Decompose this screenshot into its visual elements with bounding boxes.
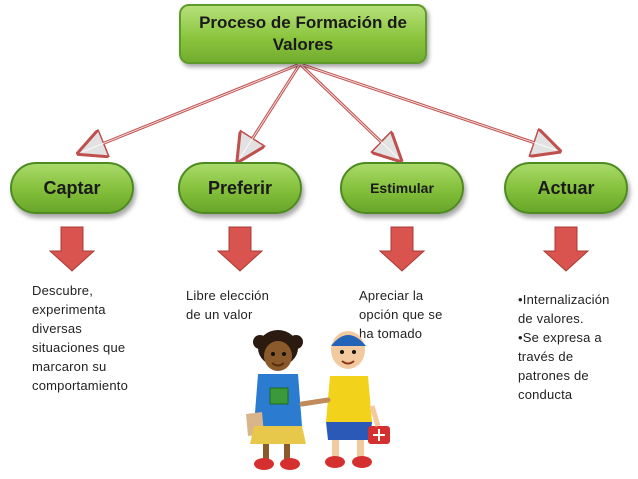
- down-arrow-actuar: [542, 226, 590, 272]
- description-captar-text: Descubre, experimenta diversas situacion…: [32, 283, 129, 393]
- down-arrow-estimular: [378, 226, 426, 272]
- branch-actuar-label: Actuar: [537, 177, 595, 198]
- branch-captar-label: Captar: [43, 177, 101, 198]
- branch-preferir-label: Preferir: [207, 177, 273, 198]
- root-node: Proceso de Formación de Valores: [179, 4, 427, 64]
- branch-captar: Captar: [10, 162, 134, 214]
- down-arrow-captar: [48, 226, 96, 272]
- branch-actuar: Actuar: [504, 162, 628, 214]
- branch-preferir: Preferir: [178, 162, 302, 214]
- branch-estimular-label: Estimular: [370, 180, 434, 196]
- description-actuar: Internalización de valores. Se expresa a…: [518, 290, 628, 404]
- description-estimular: Apreciar la opción que se ha tomado: [359, 286, 459, 343]
- actuar-bullet-2: Se expresa a través de patrones de condu…: [518, 328, 628, 404]
- description-preferir-text: Libre elección de un valor: [186, 288, 270, 322]
- children-illustration: [246, 330, 390, 470]
- boy-figure: [325, 331, 390, 468]
- down-arrow-preferir: [216, 226, 264, 272]
- root-title: Proceso de Formación de Valores: [199, 13, 407, 54]
- description-estimular-text: Apreciar la opción que se ha tomado: [359, 288, 443, 341]
- description-preferir: Libre elección de un valor: [186, 286, 286, 324]
- girl-figure: [246, 330, 306, 470]
- actuar-bullet-1: Internalización de valores.: [518, 290, 628, 328]
- branch-estimular: Estimular: [340, 162, 464, 214]
- description-captar: Descubre, experimenta diversas situacion…: [32, 281, 129, 395]
